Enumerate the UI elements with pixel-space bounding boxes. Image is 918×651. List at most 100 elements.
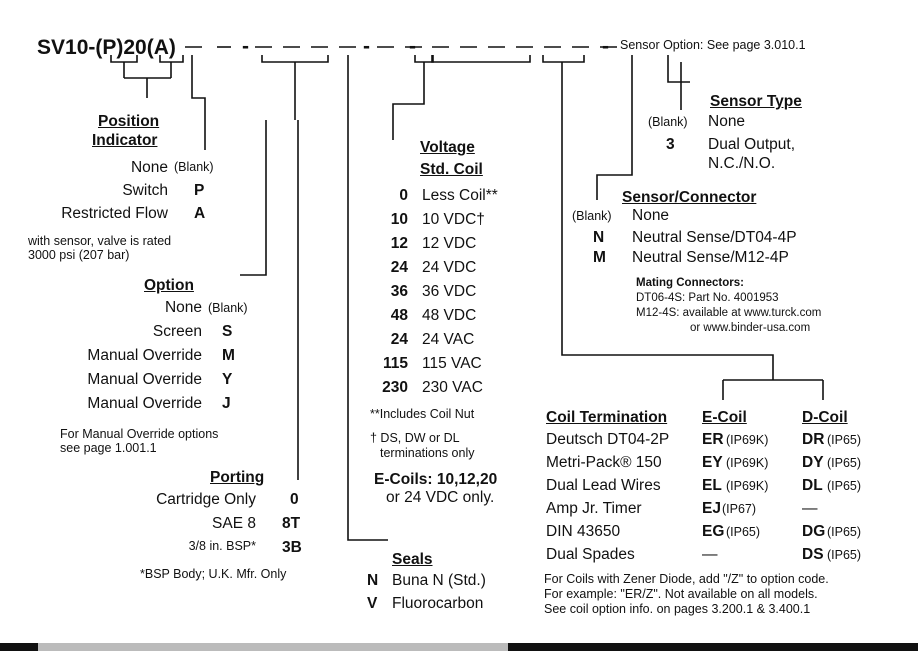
coil-name: Dual Spades bbox=[546, 546, 635, 563]
sensor-connector-heading: Sensor/Connector bbox=[622, 189, 757, 206]
e-coil-rating: (IP65) bbox=[726, 525, 761, 539]
d-coil-rating: (IP65) bbox=[827, 548, 862, 562]
e-coil-code: ER bbox=[702, 431, 724, 448]
position-note-1: with sensor, valve is rated bbox=[28, 234, 172, 248]
d-coil-code: DY bbox=[802, 454, 824, 471]
coil-name: Amp Jr. Timer bbox=[546, 500, 642, 517]
voltage-note-dagger-2: terminations only bbox=[380, 446, 475, 460]
option-heading: Option bbox=[144, 277, 194, 294]
sensor-type-label: None bbox=[708, 113, 746, 130]
d-coil-rating: (IP65) bbox=[827, 433, 862, 447]
seals-code: V bbox=[367, 595, 378, 612]
position-indicator-heading-2: Indicator bbox=[92, 132, 158, 149]
footer-bar-left bbox=[0, 643, 38, 651]
porting-row-label: SAE 8 bbox=[212, 515, 256, 532]
voltage-label: 36 VDC bbox=[422, 283, 477, 300]
voltage-code: 10 bbox=[390, 211, 408, 228]
sensor-connector-label: Neutral Sense/DT04-4P bbox=[632, 229, 797, 246]
position-row-label: Restricted Flow bbox=[61, 205, 168, 222]
voltage-code: 36 bbox=[390, 283, 408, 300]
sensor-connector-code: M bbox=[593, 249, 606, 266]
option-note-2: see page 1.001.1 bbox=[60, 441, 157, 455]
option-row-code: Y bbox=[222, 371, 233, 388]
sensor-option-note: Sensor Option: See page 3.010.1 bbox=[620, 38, 806, 52]
e-coil-code: EL bbox=[702, 477, 722, 494]
voltage-code: 115 bbox=[382, 355, 408, 372]
position-indicator-heading-1: Position bbox=[98, 113, 160, 130]
option-note-1: For Manual Override options bbox=[60, 427, 219, 441]
sensor-connector-label: Neutral Sense/M12-4P bbox=[632, 249, 789, 266]
coil-name: Metri-Pack® 150 bbox=[546, 454, 662, 471]
option-row-label: Manual Override bbox=[87, 347, 202, 364]
position-row-label: Switch bbox=[122, 182, 168, 199]
option-row-label: Screen bbox=[152, 323, 202, 340]
mating-line-3: or www.binder-usa.com bbox=[690, 322, 811, 334]
voltage-code: 0 bbox=[399, 187, 408, 204]
porting-row-label: 3/8 in. BSP* bbox=[188, 539, 256, 553]
dash-4: - bbox=[602, 35, 609, 58]
mating-line-1: DT06-4S: Part No. 4001953 bbox=[636, 292, 779, 304]
dash-3: - bbox=[409, 35, 416, 58]
e-coil-rating: (IP69K) bbox=[726, 433, 769, 447]
voltage-label: 115 VAC bbox=[422, 355, 482, 372]
e-coil-rating: (IP69K) bbox=[726, 479, 769, 493]
voltage-heading-2: Std. Coil bbox=[420, 161, 483, 178]
coil-termination-header: Coil Termination bbox=[546, 409, 668, 426]
seals-heading: Seals bbox=[392, 551, 433, 568]
sensor-type-code: 3 bbox=[666, 136, 675, 153]
sensor-connector-label: None bbox=[632, 207, 670, 224]
coil-name: Deutsch DT04-2P bbox=[546, 431, 670, 448]
d-coil-rating: (IP65) bbox=[827, 479, 862, 493]
e-coil-header: E-Coil bbox=[702, 409, 747, 426]
e-coil-code: — bbox=[702, 546, 718, 563]
coil-name: Dual Lead Wires bbox=[546, 477, 661, 494]
sensor-type-code: (Blank) bbox=[648, 115, 688, 129]
voltage-code: 230 bbox=[382, 379, 408, 396]
position-row-code: P bbox=[194, 182, 205, 199]
porting-heading: Porting bbox=[210, 469, 265, 486]
option-row-label: None bbox=[164, 299, 202, 316]
option-row-code: (Blank) bbox=[208, 301, 248, 315]
ecoil-note-2: or 24 VDC only. bbox=[386, 489, 495, 506]
option-row-code: M bbox=[222, 347, 235, 364]
zener-note-1: For Coils with Zener Diode, add "/Z" to … bbox=[544, 572, 829, 586]
d-coil-code: DG bbox=[802, 523, 826, 540]
footer-bar-middle bbox=[38, 643, 508, 651]
position-note-2: 3000 psi (207 bar) bbox=[28, 248, 130, 262]
porting-row-code: 0 bbox=[290, 491, 299, 508]
voltage-code: 24 bbox=[390, 331, 408, 348]
voltage-label: 12 VDC bbox=[422, 235, 477, 252]
dash-1: - bbox=[242, 35, 249, 58]
e-coil-code: EY bbox=[702, 454, 723, 471]
position-row-label: None bbox=[130, 159, 168, 176]
voltage-label: Less Coil** bbox=[422, 187, 498, 204]
d-coil-code: DL bbox=[802, 477, 823, 494]
voltage-heading-1: Voltage bbox=[420, 139, 475, 156]
voltage-label: 230 VAC bbox=[422, 379, 483, 396]
position-row-code: A bbox=[194, 205, 206, 222]
sensor-connector-code: N bbox=[593, 229, 605, 246]
d-coil-code: — bbox=[802, 500, 818, 517]
porting-row-code: 3B bbox=[282, 539, 302, 556]
option-row-label: Manual Override bbox=[87, 395, 202, 412]
e-coil-code: EJ bbox=[702, 500, 721, 517]
voltage-label: 24 VDC bbox=[422, 259, 477, 276]
seals-label: Buna N (Std.) bbox=[392, 572, 486, 589]
seals-label: Fluorocarbon bbox=[392, 595, 484, 612]
voltage-note-dagger-1: † DS, DW or DL bbox=[370, 431, 460, 445]
ecoil-note-1: E-Coils: 10,12,20 bbox=[374, 471, 498, 488]
porting-row-label: Cartridge Only bbox=[156, 491, 256, 508]
mating-connectors-heading: Mating Connectors: bbox=[636, 277, 744, 289]
seals-code: N bbox=[367, 572, 379, 589]
e-coil-code: EG bbox=[702, 523, 725, 540]
voltage-note-coil-nut: **Includes Coil Nut bbox=[370, 407, 475, 421]
sensor-connector-code: (Blank) bbox=[572, 209, 612, 223]
d-coil-code: DR bbox=[802, 431, 825, 448]
d-coil-code: DS bbox=[802, 546, 824, 563]
dash-2: - bbox=[363, 35, 370, 58]
coil-name: DIN 43650 bbox=[546, 523, 621, 540]
d-coil-rating: (IP65) bbox=[827, 525, 862, 539]
sensor-type-label-2: N.C./N.O. bbox=[708, 155, 776, 172]
voltage-code: 12 bbox=[390, 235, 408, 252]
